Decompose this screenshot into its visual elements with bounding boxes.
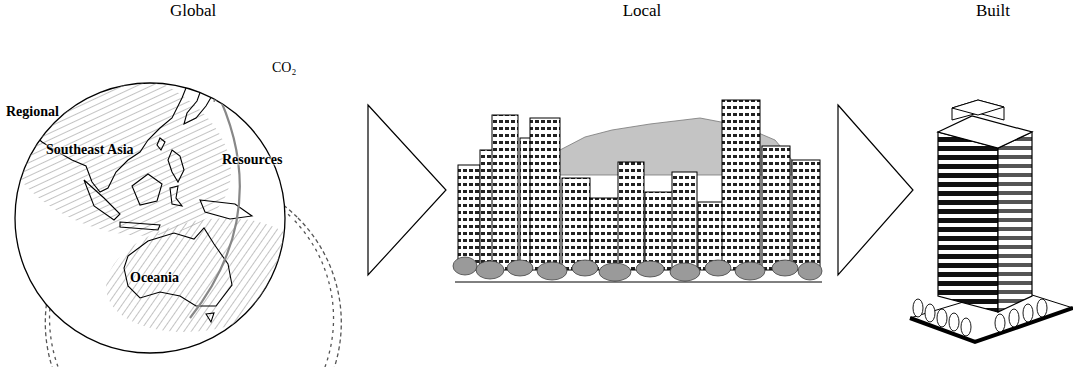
city-building — [618, 162, 644, 270]
new-zealand — [255, 294, 279, 336]
taiwan — [157, 138, 165, 150]
tree — [735, 262, 765, 280]
tree — [913, 299, 923, 317]
map — [0, 34, 313, 347]
city-building — [645, 192, 675, 270]
tree — [925, 304, 935, 322]
city-building — [458, 165, 480, 270]
new-guinea — [200, 200, 252, 219]
java — [120, 222, 160, 230]
tree — [705, 260, 731, 276]
sumatra — [84, 180, 120, 220]
tree — [670, 263, 700, 281]
scale-heading: Built — [913, 2, 1073, 21]
ground-line — [455, 282, 822, 283]
city-building — [530, 118, 560, 270]
scale-heading: Local — [446, 2, 838, 21]
flow-arrow — [838, 105, 913, 275]
tree — [798, 262, 822, 280]
scale-node: GlobalRegionalSoutheast AsiaResourcesOce… — [0, 0, 368, 367]
asia-coast — [15, 64, 190, 192]
tree — [1009, 309, 1019, 327]
penthouse — [952, 100, 1004, 115]
tree — [636, 261, 664, 277]
oceania-hatch — [97, 203, 313, 346]
tower-side — [998, 132, 1032, 312]
resource-flow-arrow — [190, 88, 240, 318]
philippines — [168, 150, 184, 182]
australia — [124, 228, 232, 306]
tree — [1023, 304, 1033, 322]
map-label: Southeast Asia — [46, 142, 134, 157]
hokkaido — [211, 58, 224, 70]
tree — [995, 314, 1005, 332]
borneo — [132, 174, 162, 205]
coastlines — [15, 58, 279, 336]
tree — [937, 309, 947, 327]
japan — [184, 72, 216, 124]
scale-node: Built — [913, 0, 1073, 350]
flow-arrow — [368, 105, 446, 275]
map-label: Regional — [6, 104, 59, 119]
city-trees — [453, 257, 822, 281]
tree — [507, 260, 533, 276]
tree — [572, 260, 598, 276]
scale-heading: Global — [170, 2, 216, 21]
city-building — [590, 198, 620, 270]
tower-front — [938, 132, 998, 312]
map-label: Resources — [222, 152, 282, 167]
tree — [949, 313, 959, 331]
tree — [1037, 299, 1047, 317]
city-buildings — [458, 100, 820, 270]
city-building — [492, 115, 518, 270]
globe — [0, 34, 341, 367]
sulawesi — [170, 186, 182, 206]
map-label: Oceania — [130, 270, 179, 285]
tree — [537, 262, 567, 280]
gas-label: CO₂ — [272, 60, 296, 75]
city — [453, 100, 822, 282]
city-building — [762, 146, 790, 270]
building-trees — [913, 299, 1047, 336]
tasmania — [206, 313, 214, 322]
tree — [772, 260, 798, 276]
city-building — [722, 100, 760, 270]
scale-node: Local — [446, 0, 838, 300]
tree — [476, 261, 504, 279]
city-building — [562, 178, 590, 270]
city-building — [672, 172, 697, 270]
tree — [599, 263, 631, 281]
tree — [453, 257, 477, 275]
tower-roof — [938, 116, 1032, 148]
city-building — [792, 160, 820, 270]
building — [910, 100, 1073, 342]
tree — [961, 318, 971, 336]
